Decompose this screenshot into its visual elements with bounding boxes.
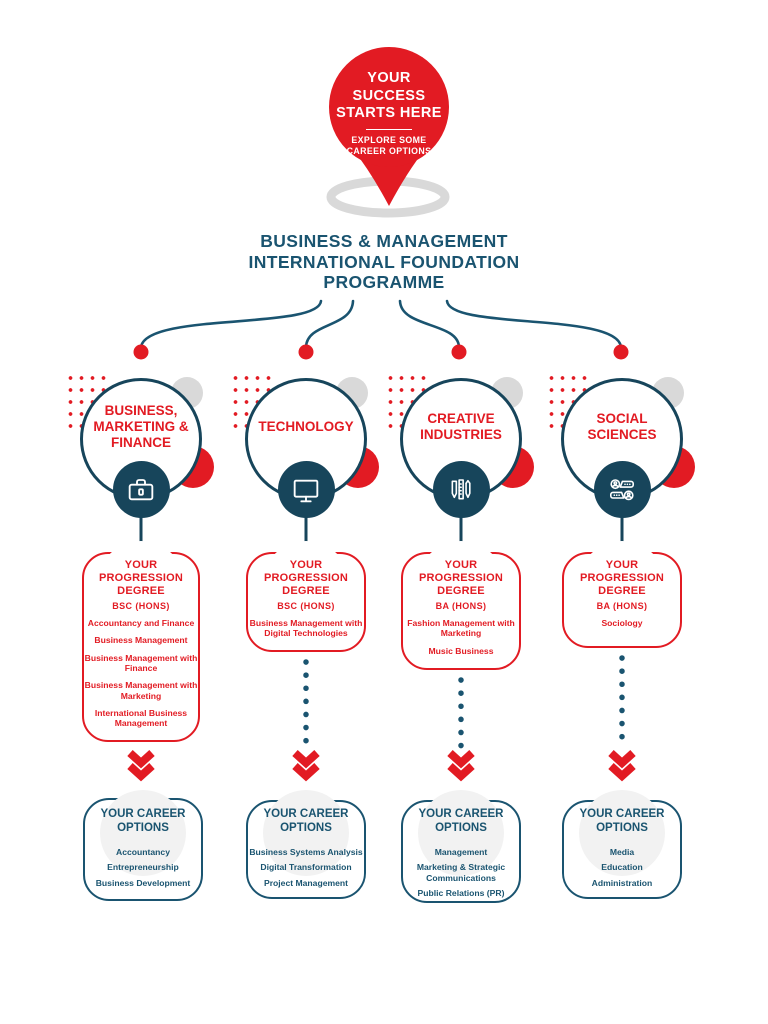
qualification-label: BSC (HONS) (112, 601, 170, 611)
progression-heading-technology: YOUR PROGRESSION DEGREE (263, 559, 349, 598)
qualification-label: BSC (HONS) (277, 601, 335, 611)
briefcase-icon (112, 461, 170, 518)
branch-label-creative: CREATIVE INDUSTRIES (420, 411, 502, 442)
list-item: Marketing & Strategic Communications (416, 862, 506, 883)
progression-circle-creative (417, 541, 505, 629)
list-item: International Business Management (94, 707, 188, 729)
branch-curve-endpoints (133, 344, 629, 360)
career-circle-business (100, 790, 186, 876)
page-title-line3: PROGRAMME (323, 272, 445, 293)
list-item: Business Management with Finance (84, 652, 198, 673)
progression-circle-technology (262, 541, 350, 629)
pin-headline-line1: YOUR (367, 70, 411, 86)
pin-headline: YOUR SUCCESS STARTS HERE (327, 70, 451, 123)
degree-list: Business Management with Digital Technol… (248, 618, 364, 639)
list-item: Public Relations (PR) (417, 887, 505, 898)
pin-subline-line1: EXPLORE SOME (351, 135, 427, 146)
career-circle-technology (263, 790, 349, 876)
list-item: Education (601, 862, 643, 873)
career-heading-technology: YOUR CAREER OPTIONS (263, 808, 349, 834)
career-circle-social (579, 790, 665, 876)
list-item: Business Management with Digital Technol… (249, 618, 363, 639)
progression-list-creative: BA (HONS) Fashion Management with Market… (403, 601, 519, 663)
qualification-label: BA (HONS) (596, 601, 648, 611)
career-heading-business: YOUR CAREER OPTIONS (100, 808, 186, 834)
list-item: Fashion Management with Marketing (407, 618, 515, 639)
pin-text: YOUR SUCCESS STARTS HERE EXPLORE SOME CA… (327, 70, 451, 157)
list-item: Business Management (94, 635, 188, 646)
career-heading-social: YOUR CAREER OPTIONS (579, 808, 665, 834)
list-item: Management (434, 847, 488, 857)
down-arrows (127, 750, 636, 782)
progression-circle-social (578, 541, 666, 629)
progression-heading-business: YOUR PROGRESSION DEGREE (98, 559, 184, 598)
progression-list-social: BA (HONS) Sociology (564, 601, 680, 635)
list-item: Media (609, 847, 635, 857)
pin-headline-line3: STARTS HERE (336, 105, 442, 122)
list-item: Entrepreneurship (107, 862, 179, 873)
conversation-icon (593, 461, 651, 518)
monitor-icon (277, 461, 335, 518)
list-item: Music Business (428, 645, 494, 656)
branch-label-social: SOCIAL SCIENCES (587, 411, 657, 442)
progression-circle-business (97, 541, 185, 629)
progression-heading-social: YOUR PROGRESSION DEGREE (579, 559, 665, 598)
pin-subline: EXPLORE SOME CAREER OPTIONS (327, 135, 451, 157)
icon-box-connectors (139, 516, 624, 554)
branch-label-technology: TECHNOLOGY (258, 419, 354, 435)
list-item: Business Development (95, 877, 191, 888)
list-item: Accountancy (116, 847, 170, 857)
list-item: Digital Transformation (260, 862, 352, 873)
career-circle-creative (418, 790, 504, 876)
progression-heading-creative: YOUR PROGRESSION DEGREE (418, 559, 504, 598)
page-title-line2: INTERNATIONAL FOUNDATION (248, 251, 520, 272)
list-item: Administration (591, 877, 653, 888)
pin-subline-line2: CAREER OPTIONS (346, 146, 432, 157)
design-tools-icon (432, 461, 490, 518)
pin-marker (329, 47, 449, 206)
qualification-label: BA (HONS) (435, 601, 487, 611)
list-item: Accountancy and Finance (87, 618, 195, 628)
branch-label-business: BUSINESS, MARKETING & FINANCE (93, 403, 189, 450)
degree-list: Sociology (564, 618, 680, 628)
list-item: Project Management (263, 877, 349, 888)
list-item: Sociology (601, 618, 643, 628)
pin-headline-line2: SUCCESS (352, 87, 426, 104)
list-item: Business Systems Analysis (249, 847, 363, 857)
page-title-line1: BUSINESS & MANAGEMENT (260, 231, 508, 251)
progression-list-technology: BSC (HONS) Business Management with Digi… (248, 601, 364, 646)
dotted-lines (303, 655, 625, 749)
list-item: Business Management with Marketing (84, 680, 198, 701)
page-title: BUSINESS & MANAGEMENT INTERNATIONAL FOUN… (0, 231, 768, 293)
career-heading-creative: YOUR CAREER OPTIONS (418, 808, 504, 834)
pin-divider (366, 129, 412, 131)
branch-curves (139, 299, 623, 349)
